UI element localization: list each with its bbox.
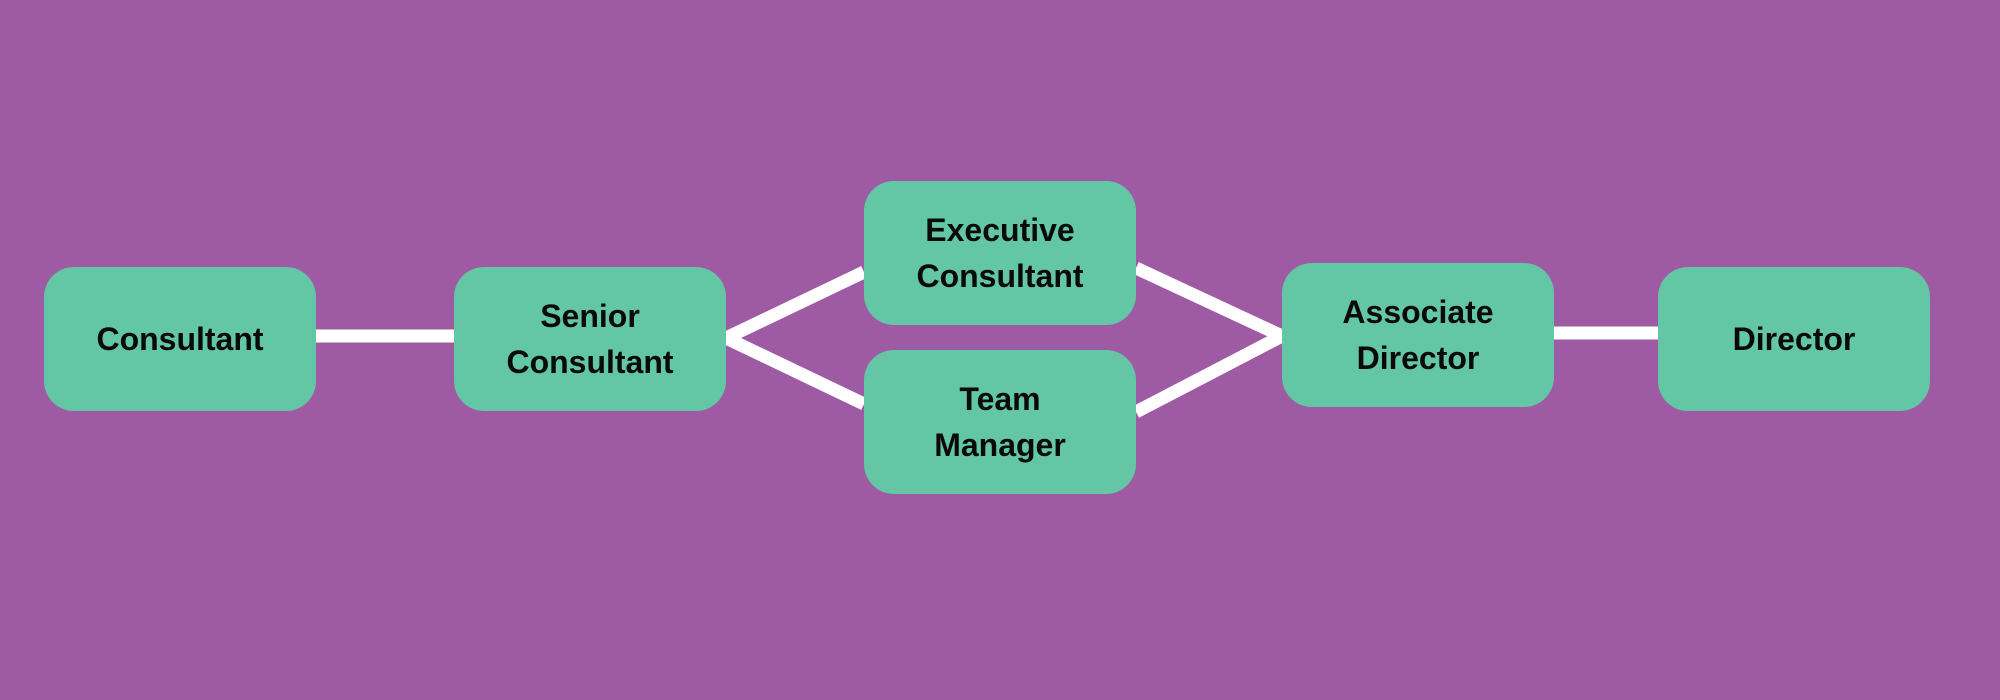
- node-director: Director: [1658, 267, 1930, 411]
- node-associate-director: Associate Director: [1282, 263, 1554, 407]
- node-director-label: Director: [1732, 321, 1856, 357]
- node-executive-consultant: Executive Consultant: [864, 181, 1136, 325]
- edge-senior-consultant-to-executive-consultant: [723, 266, 867, 344]
- node-team-manager-label: Team Manager: [934, 381, 1066, 463]
- node-team-manager: Team Manager: [864, 350, 1136, 494]
- node-consultant: Consultant: [44, 267, 316, 411]
- node-consultant-label: Consultant: [96, 321, 264, 357]
- node-executive-consultant-label: Executive Consultant: [916, 212, 1084, 294]
- node-associate-director-label: Associate Director: [1342, 294, 1494, 376]
- node-senior-consultant: Senior Consultant: [454, 267, 726, 411]
- edge-senior-consultant-to-team-manager: [723, 332, 867, 410]
- edge-executive-consultant-to-associate-director: [1133, 262, 1285, 342]
- node-senior-consultant-label: Senior Consultant: [506, 298, 674, 380]
- edge-team-manager-to-associate-director: [1132, 330, 1286, 418]
